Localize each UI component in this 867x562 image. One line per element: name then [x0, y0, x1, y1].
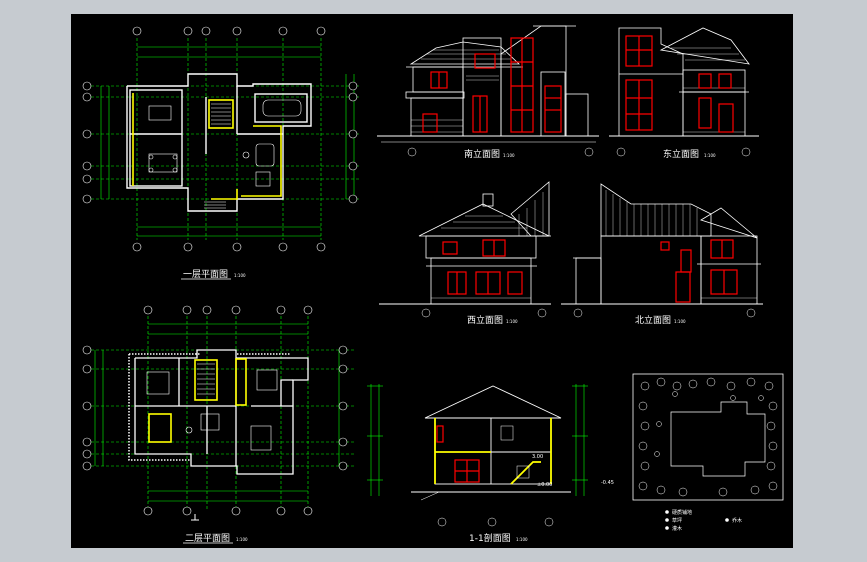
site-legend-3: 乔木	[732, 517, 742, 524]
first-floor-plan: 一层平面图 1:100	[82, 26, 361, 280]
west-scale: 1:100	[506, 319, 518, 324]
north-elevation: 北立面图 1:100	[561, 183, 763, 326]
second-floor-plan: 二层平面图 1:100	[82, 305, 356, 544]
site-legend-2: 灌木	[672, 525, 682, 532]
south-title: 南立面图	[464, 148, 500, 160]
east-elevation: 东立面图 1:100	[609, 27, 759, 160]
level-ground: ±0.00	[537, 482, 552, 488]
site-plan: 硬质铺地 草坪 灌木 乔木	[632, 373, 784, 532]
section-scale: 1:100	[516, 537, 528, 542]
level-outside: -0.45	[601, 480, 614, 486]
site-legend-1: 草坪	[672, 517, 682, 524]
plan2-scale: 1:100	[236, 537, 248, 542]
plan2-title: 二层平面图	[185, 533, 230, 544]
west-elevation: 西立面图 1:100	[379, 181, 551, 326]
level-first: 3.00	[532, 454, 543, 460]
east-title: 东立面图	[663, 148, 699, 160]
south-elevation: 南立面图 1:100	[377, 25, 599, 160]
north-scale: 1:100	[674, 319, 686, 324]
east-scale: 1:100	[704, 153, 716, 158]
site-legend-0: 硬质铺地	[672, 509, 692, 516]
section-title: 1-1剖面图	[469, 532, 511, 544]
plan1-scale: 1:100	[234, 273, 246, 278]
section-1-1: 3.00 ±0.00 -0.45 1-1剖面图 1:100	[367, 384, 614, 544]
drawing-sheet: 一层平面图 1:100	[71, 14, 793, 548]
west-title: 西立面图	[467, 314, 503, 326]
plan1-title: 一层平面图	[183, 269, 228, 280]
south-scale: 1:100	[503, 153, 515, 158]
north-title: 北立面图	[635, 314, 671, 326]
